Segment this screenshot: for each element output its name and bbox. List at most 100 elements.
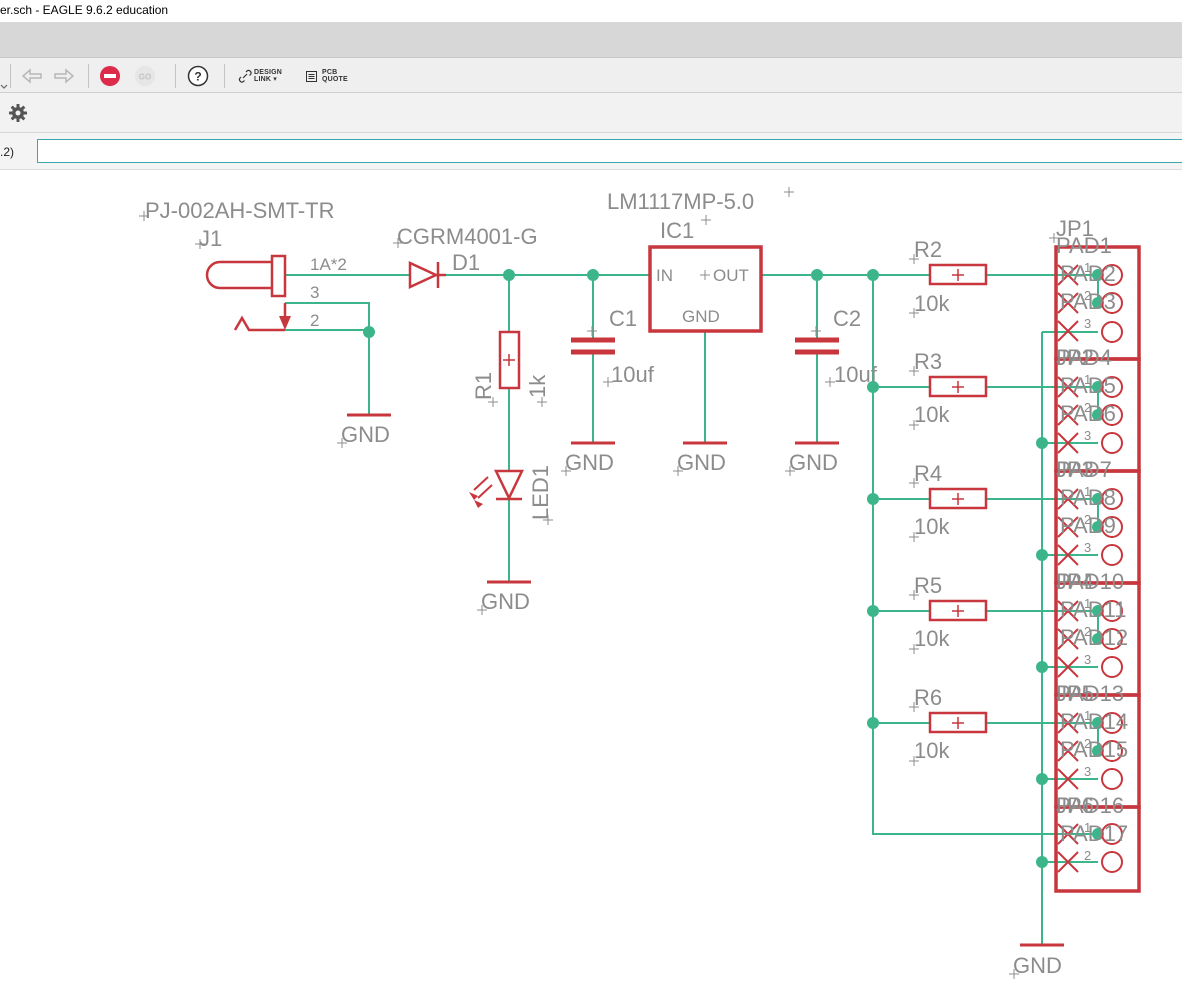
- c1-name-label: C1: [609, 306, 637, 331]
- c1-symbol: [571, 337, 615, 355]
- stop-icon: [100, 66, 120, 86]
- go-label: GO: [139, 73, 151, 82]
- undo-icon: [21, 68, 42, 84]
- ic1-out-pin-label: OUT: [713, 266, 749, 285]
- gear-icon: [9, 104, 27, 122]
- pad-label: PAD15: [1060, 737, 1128, 762]
- jp-name-label: JP5: [1056, 681, 1094, 706]
- jp-pin-number: 2: [1084, 624, 1091, 639]
- gnd-label: GND: [565, 450, 614, 475]
- led1-symbol: [494, 469, 524, 501]
- pad-label: PAD17: [1060, 821, 1128, 846]
- pad-label: PAD5: [1060, 373, 1116, 398]
- part-fills: [279, 316, 483, 508]
- ic1-symbol: [648, 245, 763, 333]
- pad-label: PAD1: [1056, 233, 1112, 258]
- pad-label: PAD2: [1060, 261, 1116, 286]
- r2-name-label: R2: [914, 237, 942, 262]
- pad-label: PAD14: [1060, 709, 1128, 734]
- help-button[interactable]: ?: [184, 58, 212, 94]
- jp-pin-number: 1: [1084, 820, 1091, 835]
- coordinate-readout: .2): [0, 145, 15, 159]
- toolbar-overflow-chevron[interactable]: [0, 58, 8, 94]
- j1-value-label: PJ-002AH-SMT-TR: [145, 198, 334, 223]
- jp-pin-number: 1: [1084, 596, 1091, 611]
- j1-pin-2-label: 2: [310, 311, 319, 330]
- r5-value-label: 10k: [914, 626, 950, 651]
- jp-pin-number: 3: [1084, 428, 1091, 443]
- r4-name-label: R4: [914, 461, 942, 486]
- redo-button[interactable]: [50, 58, 78, 94]
- jp-pin-number: 2: [1084, 512, 1091, 527]
- resistor-markers: [503, 269, 964, 729]
- gnd-label: GND: [341, 422, 390, 447]
- pad-label: PAD7: [1056, 457, 1112, 482]
- pcb-quote-button[interactable]: PCB QUOTE: [305, 58, 355, 94]
- chevron-down-icon: ▾: [273, 76, 278, 83]
- j1-pin-1-label: 1A*2: [310, 255, 347, 274]
- jp-pad-symbols: [1057, 264, 1123, 873]
- window-title: er.sch - EAGLE 9.6.2 education: [0, 3, 169, 17]
- ic1-in-pin-label: IN: [656, 266, 673, 285]
- c2-name-label: C2: [833, 306, 861, 331]
- settings-button[interactable]: [6, 95, 30, 131]
- command-line-row: .2): [0, 133, 1182, 170]
- main-toolbar: GO ? DESIGN LINK ▾ PCB QUOTE: [0, 57, 1182, 93]
- pad-label: PAD4: [1056, 345, 1112, 370]
- schematic-canvas[interactable]: PJ-002AH-SMT-TR J1 1A*2 3 2 CGRM4001-G D…: [0, 170, 1182, 997]
- jp-pin-number: 3: [1084, 540, 1091, 555]
- stop-button[interactable]: [96, 58, 124, 94]
- d1-value-label: CGRM4001-G: [397, 224, 538, 249]
- net-wires: [285, 274, 1099, 945]
- parameter-toolbar: [0, 93, 1182, 133]
- r3-value-label: 10k: [914, 402, 950, 427]
- jp-name-label: JP4: [1056, 569, 1094, 594]
- c1-value-label: 10uf: [611, 362, 655, 387]
- document-icon: [306, 70, 317, 82]
- pad-label: PAD12: [1060, 625, 1128, 650]
- pad-labels: PAD1PAD2PAD3123JP2PAD4PAD5PAD6123JP3PAD7…: [1056, 233, 1128, 863]
- ic1-value-label: LM1117MP-5.0: [607, 189, 754, 214]
- jp1-name-label: JP1: [1056, 216, 1094, 241]
- jp-pin-number: 2: [1084, 736, 1091, 751]
- chevron-down-icon: [0, 84, 8, 89]
- jp-pin-number: 1: [1084, 372, 1091, 387]
- ic1-name-label: IC1: [660, 218, 694, 243]
- pad-label: PAD9: [1060, 513, 1116, 538]
- gnd-label: GND: [1013, 953, 1062, 978]
- jp-pin-number: 1: [1084, 260, 1091, 275]
- design-link-label: DESIGN: [254, 69, 283, 76]
- pad-label: PAD13: [1056, 681, 1124, 706]
- d1-name-label: D1: [452, 250, 480, 275]
- c2-value-label: 10uf: [834, 362, 878, 387]
- go-button[interactable]: GO: [131, 58, 159, 94]
- part-symbols: [205, 245, 1064, 947]
- r1-name-label: R1: [471, 372, 496, 400]
- jp-header-symbols: [1054, 245, 1141, 893]
- jp-pin-number: 3: [1084, 652, 1091, 667]
- jp-pin-number: 3: [1084, 316, 1091, 331]
- schematic-drawing[interactable]: PJ-002AH-SMT-TR J1 1A*2 3 2 CGRM4001-G D…: [0, 170, 1182, 997]
- command-input[interactable]: [37, 139, 1182, 163]
- r4-value-label: 10k: [914, 514, 950, 539]
- net-junctions: [363, 269, 1104, 868]
- r1-value-label: 1k: [525, 374, 550, 398]
- jp-pin-number: 2: [1084, 848, 1091, 863]
- pcb-quote-label: PCB: [322, 69, 338, 76]
- part-labels: PJ-002AH-SMT-TR J1 1A*2 3 2 CGRM4001-G D…: [145, 189, 1094, 978]
- gnd-label: GND: [677, 450, 726, 475]
- design-link-button[interactable]: DESIGN LINK ▾: [238, 58, 292, 94]
- r6-name-label: R6: [914, 685, 942, 710]
- r3-name-label: R3: [914, 349, 942, 374]
- r6-value-label: 10k: [914, 738, 950, 763]
- c2-symbol: [795, 337, 839, 355]
- jp-pin-number: 1: [1084, 484, 1091, 499]
- pcb-quote-label-2: QUOTE: [322, 76, 348, 83]
- jp-pin-number: 1: [1084, 708, 1091, 723]
- undo-button[interactable]: [18, 58, 46, 94]
- jp-pin-number: 3: [1084, 764, 1091, 779]
- pad-label: PAD3: [1060, 289, 1116, 314]
- jp-pin-number: 2: [1084, 288, 1091, 303]
- r2-value-label: 10k: [914, 291, 950, 316]
- j1-name-label: J1: [199, 226, 222, 251]
